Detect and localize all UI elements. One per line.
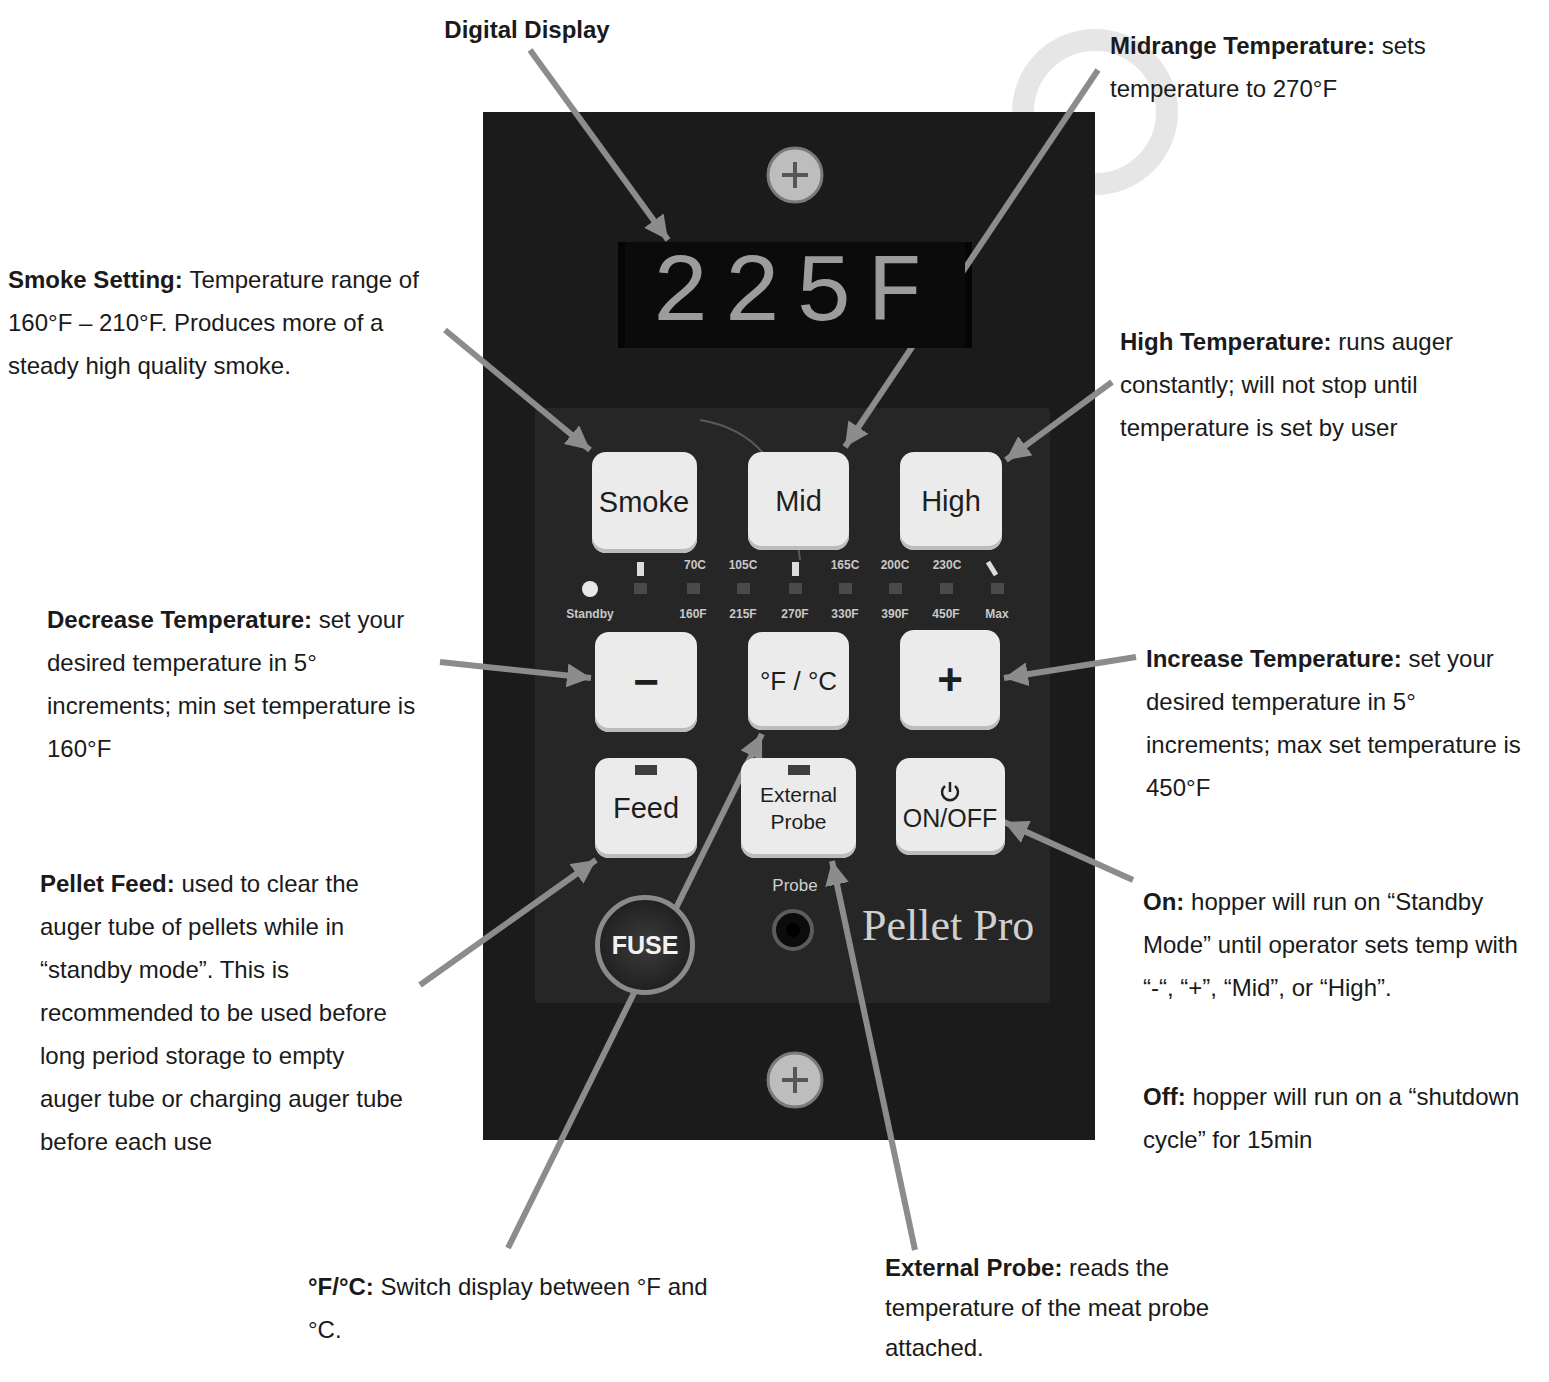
callout-heading: High Temperature: — [1120, 328, 1332, 355]
callout-heading: External Probe: — [885, 1254, 1062, 1281]
button-label: − — [633, 657, 659, 707]
callout-text: Increase Temperature:set your desired te… — [1146, 637, 1541, 809]
display-bezel — [618, 242, 972, 348]
jack-label: Probe — [772, 876, 817, 896]
decrease-button: − — [595, 632, 697, 732]
callout-text: Decrease Temperature:set your desired te… — [47, 598, 432, 770]
scale-label: Max — [985, 607, 1008, 621]
smoke-button: Smoke — [592, 452, 697, 553]
callout-text: Midrange Temperature:sets temperature to… — [1110, 24, 1542, 110]
leader-line — [440, 662, 591, 678]
leader-line — [1006, 382, 1112, 460]
leader-line — [420, 860, 596, 985]
screw — [768, 148, 822, 202]
callout-text: Smoke Setting:Temperature range of 160°F… — [8, 258, 438, 387]
button-label: Mid — [775, 485, 822, 518]
screw — [768, 1053, 822, 1107]
callout-heading: Increase Temperature: — [1146, 645, 1402, 672]
button-label: + — [937, 655, 963, 705]
panel-face — [483, 112, 1095, 1140]
digital-display: 225F — [625, 242, 965, 348]
power-symbol — [938, 780, 962, 804]
scale-label: 330F — [831, 607, 858, 621]
indicator-light — [635, 765, 657, 775]
callout-description: used to clear the auger tube of pellets … — [40, 870, 403, 1155]
scale-label: 165C — [831, 558, 860, 572]
button-label: °F / °C — [760, 666, 837, 697]
callout-heading: Decrease Temperature: — [47, 606, 312, 633]
callout-text: High Temperature:runs auger constantly; … — [1120, 320, 1540, 449]
callout-text: Pellet Feed:used to clear the auger tube… — [40, 862, 410, 1163]
button-label: High — [921, 485, 981, 518]
callout-heading: °F/°C: — [308, 1273, 374, 1300]
callout-description: hopper will run on “Standby Mode” until … — [1143, 888, 1518, 1001]
scale-label: 70C — [684, 558, 706, 572]
leader-line — [1004, 657, 1136, 678]
callout-description: hopper will run on a “shutdown cycle” fo… — [1143, 1083, 1519, 1153]
control-panel: Pellet Pro 225F Smoke Mid High − °F / °C + Feed E… — [483, 112, 1095, 1140]
scale-label: 105C — [729, 558, 758, 572]
indicator-light — [788, 765, 810, 775]
probe-jack — [774, 911, 812, 949]
callout-text: On:hopper will run on “Standby Mode” unt… — [1143, 880, 1538, 1009]
leader-line — [508, 734, 762, 1248]
button-label: Smoke — [599, 486, 689, 519]
callout-text: External Probe:reads the temperature of … — [885, 1248, 1245, 1368]
scale-label: 450F — [932, 607, 959, 621]
display-readout: 225F — [652, 247, 938, 343]
scale-label: 160F — [679, 607, 706, 621]
callout-heading: On: — [1143, 888, 1184, 915]
unit-button: °F / °C — [748, 632, 849, 730]
scale-label: 390F — [881, 607, 908, 621]
callout-heading: Midrange Temperature: — [1110, 32, 1375, 59]
scale-label: 230C — [933, 558, 962, 572]
scale-label: 200C — [881, 558, 910, 572]
fuse-holder: FUSE — [595, 895, 695, 995]
callout-heading: Off: — [1143, 1083, 1186, 1110]
scale-label: 215F — [729, 607, 756, 621]
mid-button: Mid — [748, 452, 849, 550]
callout-heading: Pellet Feed: — [40, 870, 175, 897]
leader-line — [1004, 822, 1133, 880]
button-label: ON/OFF — [903, 804, 997, 833]
callout-text: °F/°C:Switch display between °F and °C. — [308, 1265, 728, 1351]
callout-heading: Digital Display — [444, 16, 609, 43]
leader-line — [530, 50, 668, 240]
callout-text: Off:hopper will run on a “shutdown cycle… — [1143, 1075, 1538, 1161]
high-button: High — [900, 452, 1002, 550]
fuse-label: FUSE — [612, 931, 679, 960]
power-button: ON/OFF — [896, 758, 1005, 855]
feed-button: Feed — [595, 758, 697, 858]
scale-label: 270F — [781, 607, 808, 621]
button-label: Feed — [613, 792, 679, 825]
leader-line — [445, 330, 590, 450]
brand-name: Pellet Pro — [862, 900, 1034, 951]
callout-text: Digital Display — [412, 8, 642, 51]
scale-label: Standby — [566, 607, 613, 621]
probe-button: External Probe — [741, 758, 856, 858]
callout-heading: Smoke Setting: — [8, 266, 183, 293]
increase-button: + — [900, 630, 1000, 730]
control-plate — [535, 408, 1050, 1003]
button-label: External Probe — [741, 781, 856, 836]
